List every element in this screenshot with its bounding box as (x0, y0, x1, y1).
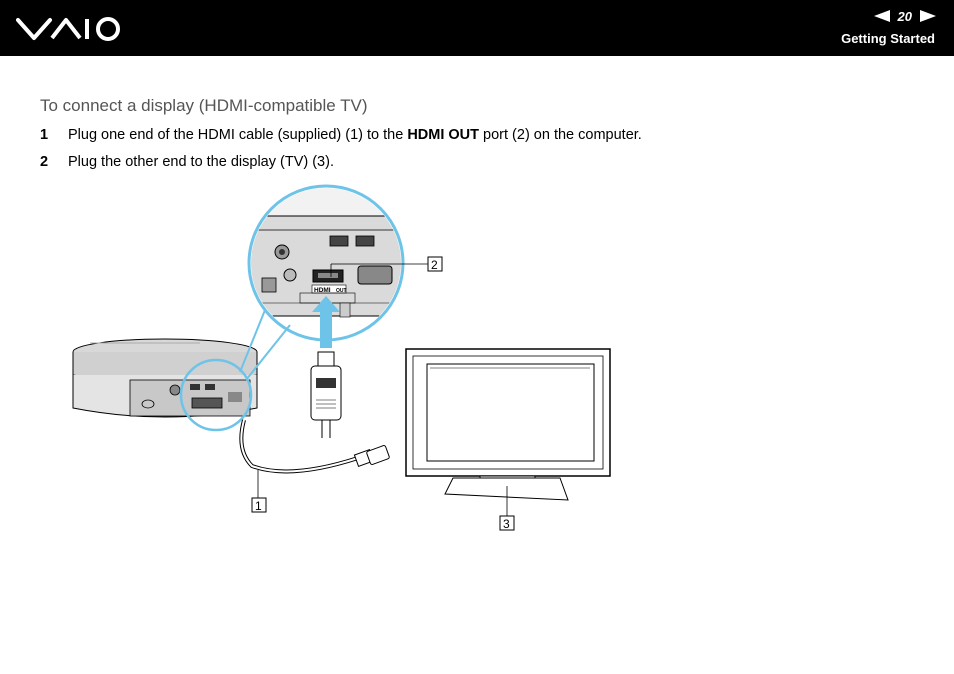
step-text: Plug one end of the HDMI cable (supplied… (68, 127, 408, 143)
callout-1-label: 1 (255, 499, 262, 513)
hdmi-cable-plug (310, 351, 342, 438)
section-title: Getting Started (841, 31, 935, 46)
callout-3-label: 3 (503, 517, 510, 531)
step-number: 1 (40, 127, 49, 143)
callout-2: 2 (330, 256, 443, 277)
page-title: To connect a display (HDMI-compatible TV… (40, 96, 368, 115)
tv-illustration (405, 348, 611, 501)
step-bold-text: HDMI OUT (407, 127, 480, 143)
vaio-logo (16, 17, 120, 41)
page-navigation: 20 (873, 8, 936, 24)
hdmi-cable (239, 419, 390, 474)
hdmi-port-suffix: OUT (336, 288, 347, 294)
step-text: Plug the other end to the display (TV) (… (68, 154, 334, 170)
insert-arrow-icon (312, 296, 340, 348)
step-text-end: port (2) on the computer. (479, 127, 642, 143)
next-page-icon[interactable] (920, 10, 936, 22)
previous-page-icon[interactable] (873, 10, 890, 22)
callout-3: 3 (499, 486, 515, 531)
step-number: 2 (40, 154, 49, 170)
page-number: 20 (897, 8, 912, 24)
computer-illustration (72, 338, 258, 418)
hdmi-port-label: HDMI (314, 287, 331, 294)
page-header: 20 Getting Started (0, 0, 954, 56)
port-closeup: HDMI OUT (179, 184, 405, 432)
step-2: 2 Plug the other end to the display (TV) … (40, 154, 334, 170)
callout-1: 1 (251, 470, 267, 513)
callout-2-label: 2 (431, 258, 438, 272)
step-1: 1 Plug one end of the HDMI cable (supplie… (40, 127, 642, 143)
